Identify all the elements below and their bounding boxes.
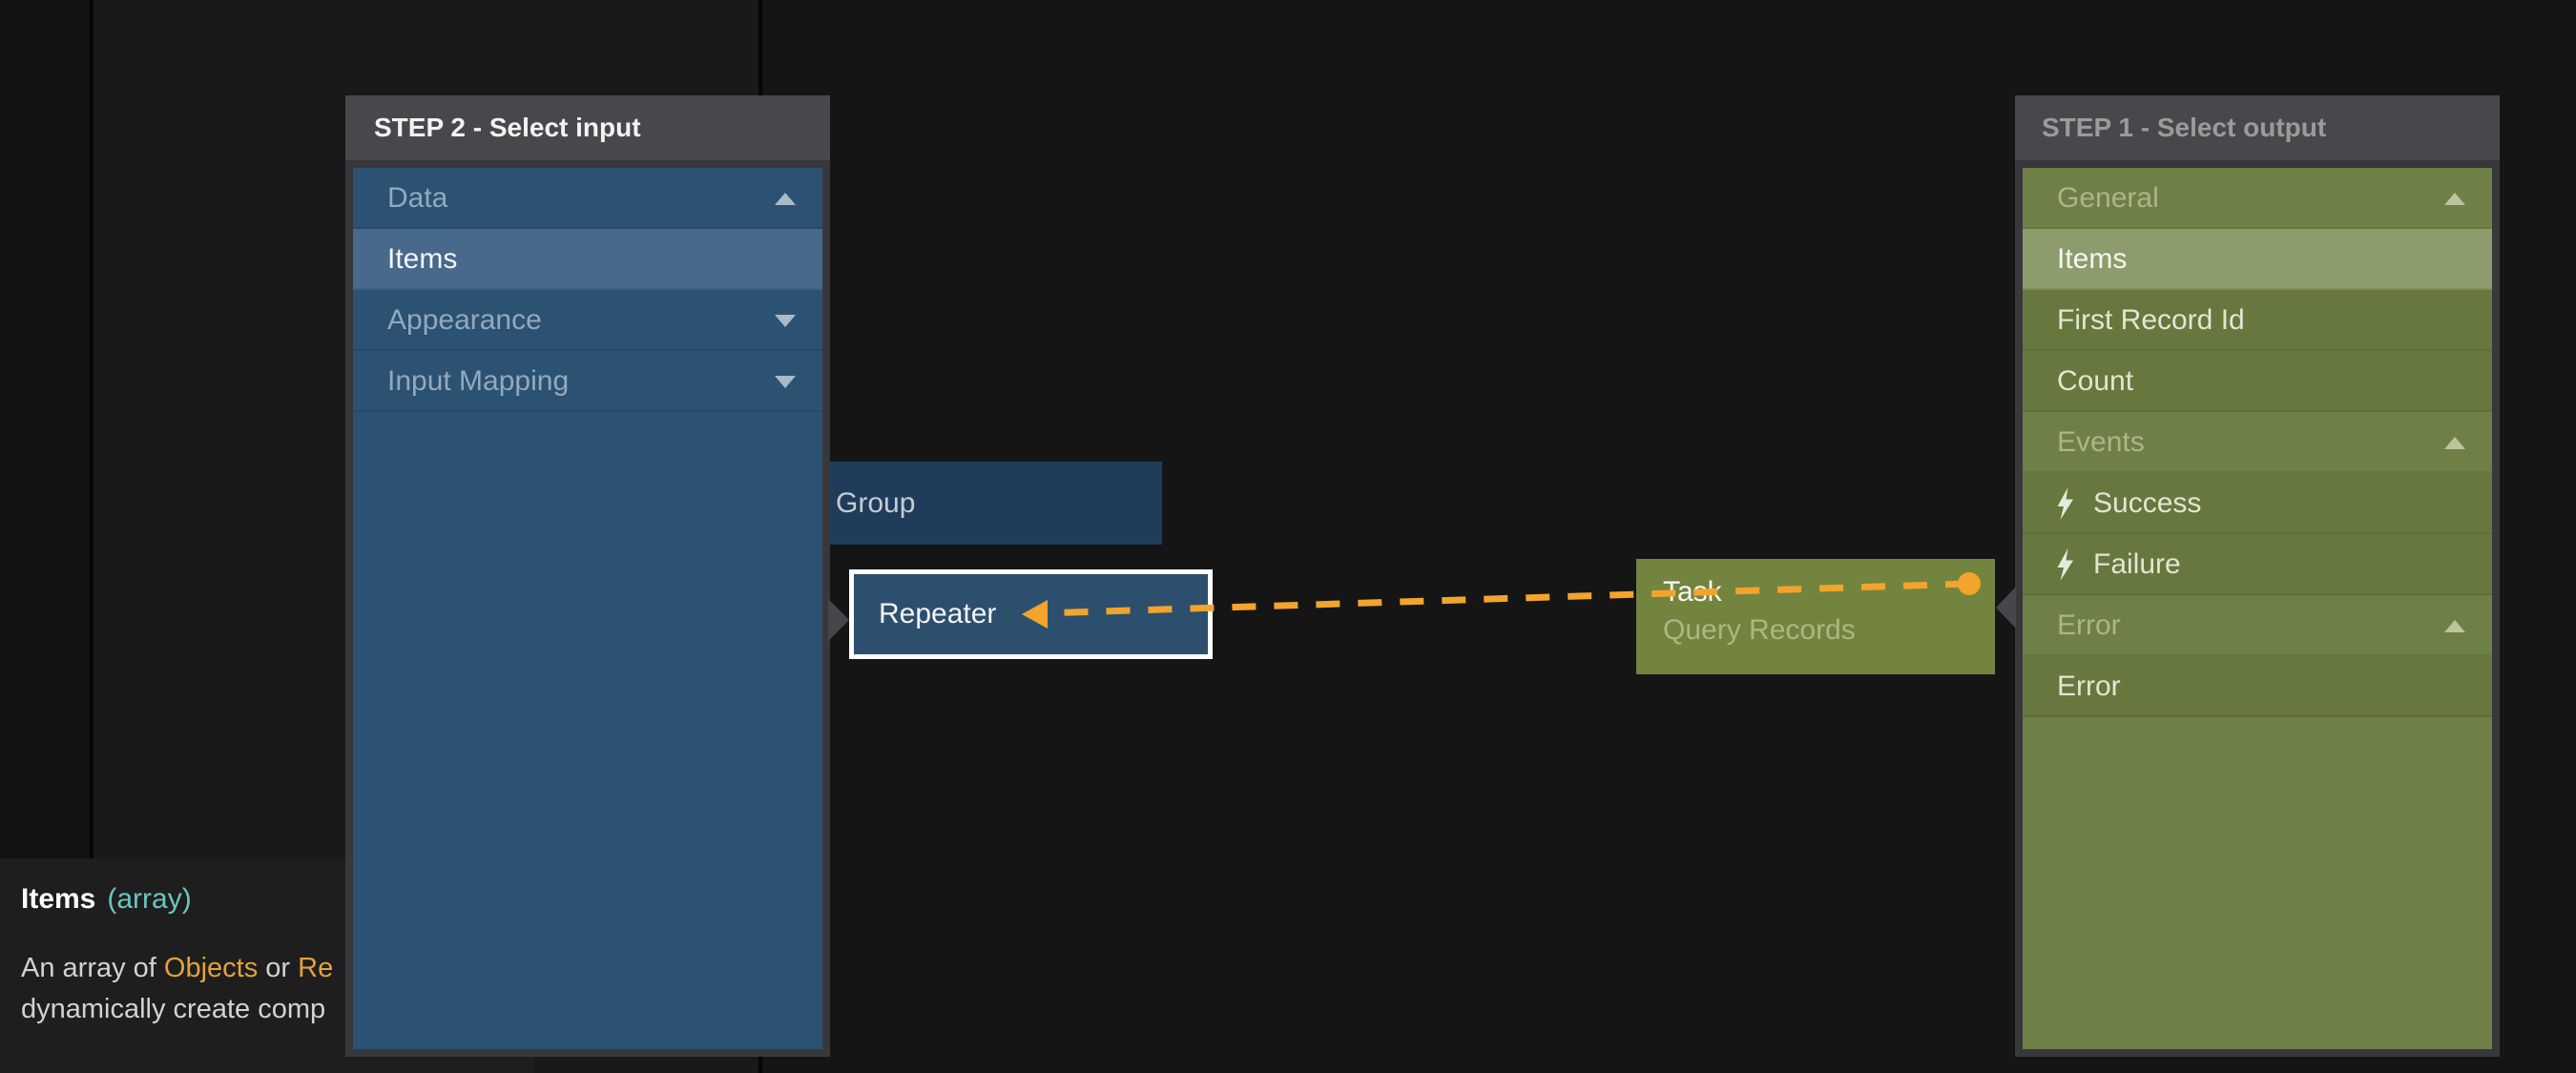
output-label: Error (2057, 671, 2121, 702)
step1-select-output-panel: STEP 1 - Select output General Items Fir… (2015, 95, 2500, 1057)
input-row-items-selected[interactable]: Items (353, 229, 822, 290)
event-label: Failure (2093, 548, 2181, 580)
tooltip-description-text: or (258, 953, 299, 983)
section-row-appearance[interactable]: Appearance (353, 290, 822, 351)
group-component[interactable]: Group (782, 462, 1162, 545)
lightning-icon (2057, 487, 2073, 520)
chevron-down-icon (775, 315, 796, 327)
task-component[interactable]: Task Query Records (1636, 559, 1995, 674)
tooltip-link-objects: Objects (163, 953, 259, 983)
chevron-up-icon (2444, 193, 2465, 205)
output-row-failure[interactable]: Failure (2023, 534, 2492, 595)
output-row-error[interactable]: Error (2023, 656, 2492, 717)
tooltip-property-type: (array) (107, 883, 192, 915)
tooltip-description-text: dynamically create comp (21, 994, 326, 1024)
section-row-data[interactable]: Data (353, 168, 822, 229)
section-row-general[interactable]: General (2023, 168, 2492, 229)
output-row-items-selected[interactable]: Items (2023, 229, 2492, 290)
chevron-up-icon (2444, 437, 2465, 449)
output-label: First Record Id (2057, 304, 2245, 336)
step1-panel-title: STEP 1 - Select output (2015, 95, 2500, 160)
output-row-success[interactable]: Success (2023, 473, 2492, 534)
task-component-subtitle: Query Records (1663, 614, 1856, 646)
section-label: Error (2057, 609, 2121, 641)
section-label: Events (2057, 426, 2145, 458)
lightning-icon (2057, 548, 2073, 581)
tooltip-property-name: Items (21, 883, 96, 915)
output-label: Items (2057, 243, 2128, 275)
section-label: Appearance (387, 304, 542, 336)
section-label: General (2057, 182, 2159, 214)
section-label: Data (387, 182, 448, 214)
output-row-first-record-id[interactable]: First Record Id (2023, 290, 2492, 351)
chevron-down-icon (775, 376, 796, 388)
task-component-title: Task (1663, 576, 1722, 608)
step2-select-input-panel: STEP 2 - Select input Data Items Appeara… (345, 95, 830, 1057)
section-row-error[interactable]: Error (2023, 595, 2492, 656)
repeater-component-selected[interactable]: Repeater (849, 569, 1213, 659)
tooltip-link-records: Re (298, 953, 334, 983)
section-row-events[interactable]: Events (2023, 412, 2492, 473)
left-panel-pointer (828, 599, 849, 641)
tooltip-description-text: An array of (21, 953, 164, 983)
output-row-count[interactable]: Count (2023, 351, 2492, 412)
event-label: Success (2093, 487, 2202, 519)
canvas-guide-line (90, 0, 93, 1073)
right-panel-pointer (1996, 587, 2016, 629)
section-row-input-mapping[interactable]: Input Mapping (353, 351, 822, 412)
repeater-component-label: Repeater (879, 598, 997, 629)
group-component-label: Group (836, 487, 916, 519)
chevron-up-icon (775, 193, 796, 205)
input-label: Items (387, 243, 458, 275)
step2-panel-body: Data Items Appearance Input Mapping (353, 168, 822, 1049)
step2-panel-title: STEP 2 - Select input (345, 95, 830, 160)
chevron-up-icon (2444, 620, 2465, 632)
step1-panel-body: General Items First Record Id Count Even… (2023, 168, 2492, 1049)
output-label: Count (2057, 365, 2134, 397)
section-label: Input Mapping (387, 365, 570, 397)
